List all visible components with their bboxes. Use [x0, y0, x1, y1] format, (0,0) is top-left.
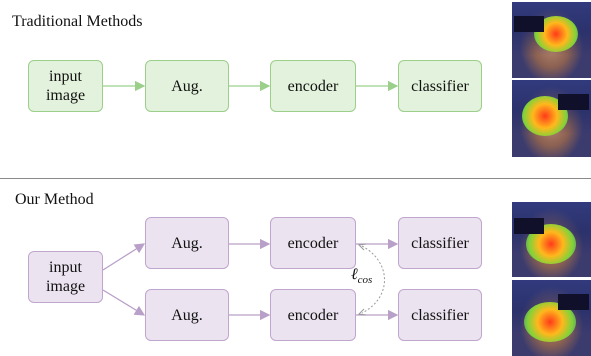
heatmap-face-image-bottom-1: [512, 202, 591, 277]
heatmap-face-image-bottom-2: [512, 280, 591, 356]
traditional-methods-title: Traditional Methods: [12, 13, 143, 30]
classifier-box-bottom: classifier: [398, 289, 482, 341]
aug-box-bottom: Aug.: [145, 289, 229, 341]
aug-box: Aug.: [145, 60, 229, 112]
classifier-box: classifier: [398, 60, 482, 112]
heatmap-face-image-top-2: [512, 80, 591, 157]
classifier-box-top: classifier: [398, 217, 482, 269]
encoder-box-top: encoder: [270, 217, 356, 269]
encoder-box-bottom: encoder: [270, 289, 356, 341]
encoder-box: encoder: [270, 60, 356, 112]
aug-box-top: Aug.: [145, 217, 229, 269]
heatmap-face-image-top-1: [512, 2, 591, 78]
our-method-title: Our Method: [15, 191, 94, 208]
arrow-input-to-aug-top: [102, 243, 146, 271]
cosine-loss-label: ℓcos: [351, 266, 373, 287]
arrow-input-to-aug-bottom: [102, 289, 146, 316]
section-divider: [0, 178, 591, 179]
